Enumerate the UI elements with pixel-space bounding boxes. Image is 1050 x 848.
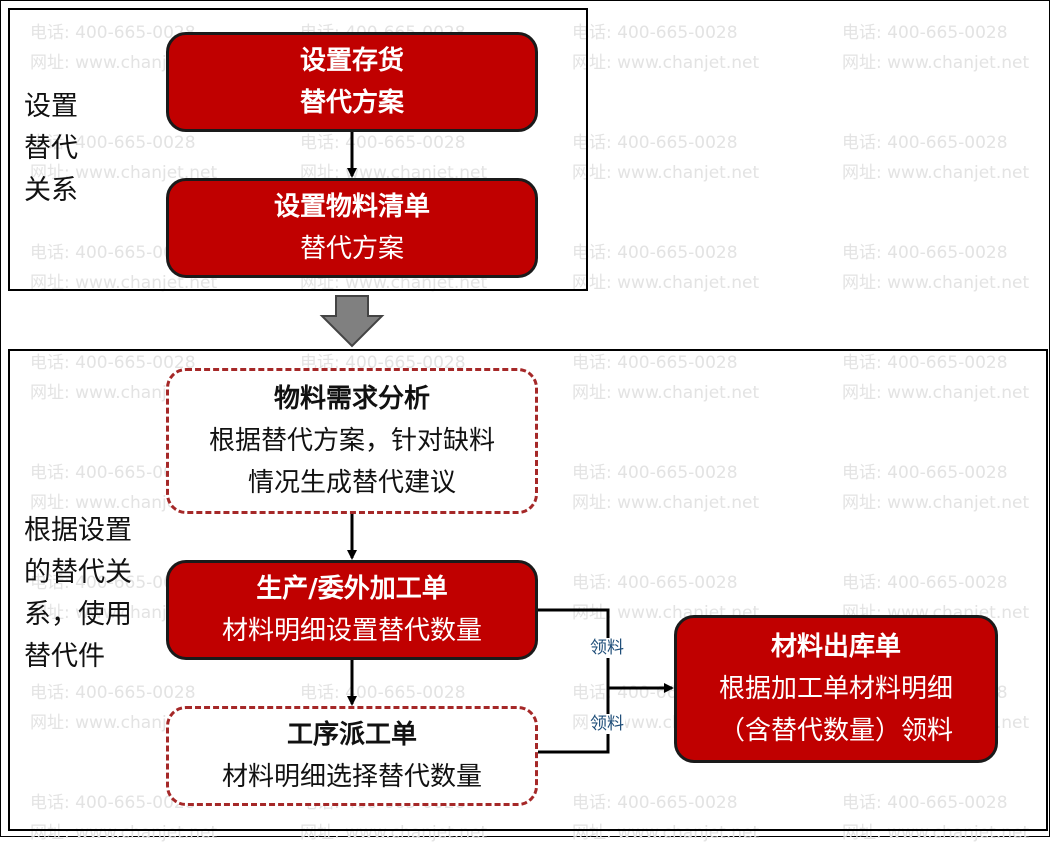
production-order-box[interactable]: 生产/委外加工单 材料明细设置替代数量 xyxy=(166,560,538,660)
top-section xyxy=(8,8,588,291)
edge-dispatch-to-issue xyxy=(538,688,610,754)
box-line-2: 替代方案 xyxy=(299,88,404,118)
bottom-section xyxy=(8,349,1048,831)
box-line-1: 根据加工单材料明细 xyxy=(718,674,953,704)
top-side-label: 设置 替代 关系 xyxy=(24,91,78,206)
box-line-1: 设置存货 xyxy=(299,46,404,76)
box-title: 生产/委外加工单 xyxy=(256,574,448,604)
edge-label-issue-1: 领料 xyxy=(589,638,625,658)
dispatch-order-box[interactable]: 工序派工单 材料明细选择替代数量 xyxy=(166,706,538,806)
box-line-2: 替代方案 xyxy=(299,234,404,264)
mrp-analysis-box[interactable]: 物料需求分析 根据替代方案，针对缺料 情况生成替代建议 xyxy=(166,368,538,514)
box-title: 物料需求分析 xyxy=(273,384,430,414)
box-title: 工序派工单 xyxy=(286,720,417,750)
box-line-1: 设置物料清单 xyxy=(273,192,430,222)
edge-order-to-issue xyxy=(538,608,610,688)
set-inventory-substitute-box[interactable]: 设置存货 替代方案 xyxy=(166,32,538,132)
box-line-2: 情况生成替代建议 xyxy=(247,468,456,498)
bottom-side-label: 根据设置 的替代关 系，使用 替代件 xyxy=(24,515,132,672)
box-line-1: 材料明细设置替代数量 xyxy=(221,616,482,646)
box-line-1: 材料明细选择替代数量 xyxy=(221,762,482,792)
material-issue-box[interactable]: 材料出库单 根据加工单材料明细 （含替代数量）领料 xyxy=(674,615,998,763)
box-line-2: （含替代数量）领料 xyxy=(718,716,953,746)
edge-label-issue-2: 领料 xyxy=(589,714,625,734)
box-title: 材料出库单 xyxy=(770,632,901,662)
section-transition-arrow xyxy=(319,295,385,348)
set-bom-substitute-box[interactable]: 设置物料清单 替代方案 xyxy=(166,178,538,278)
box-line-1: 根据替代方案，针对缺料 xyxy=(208,426,495,456)
